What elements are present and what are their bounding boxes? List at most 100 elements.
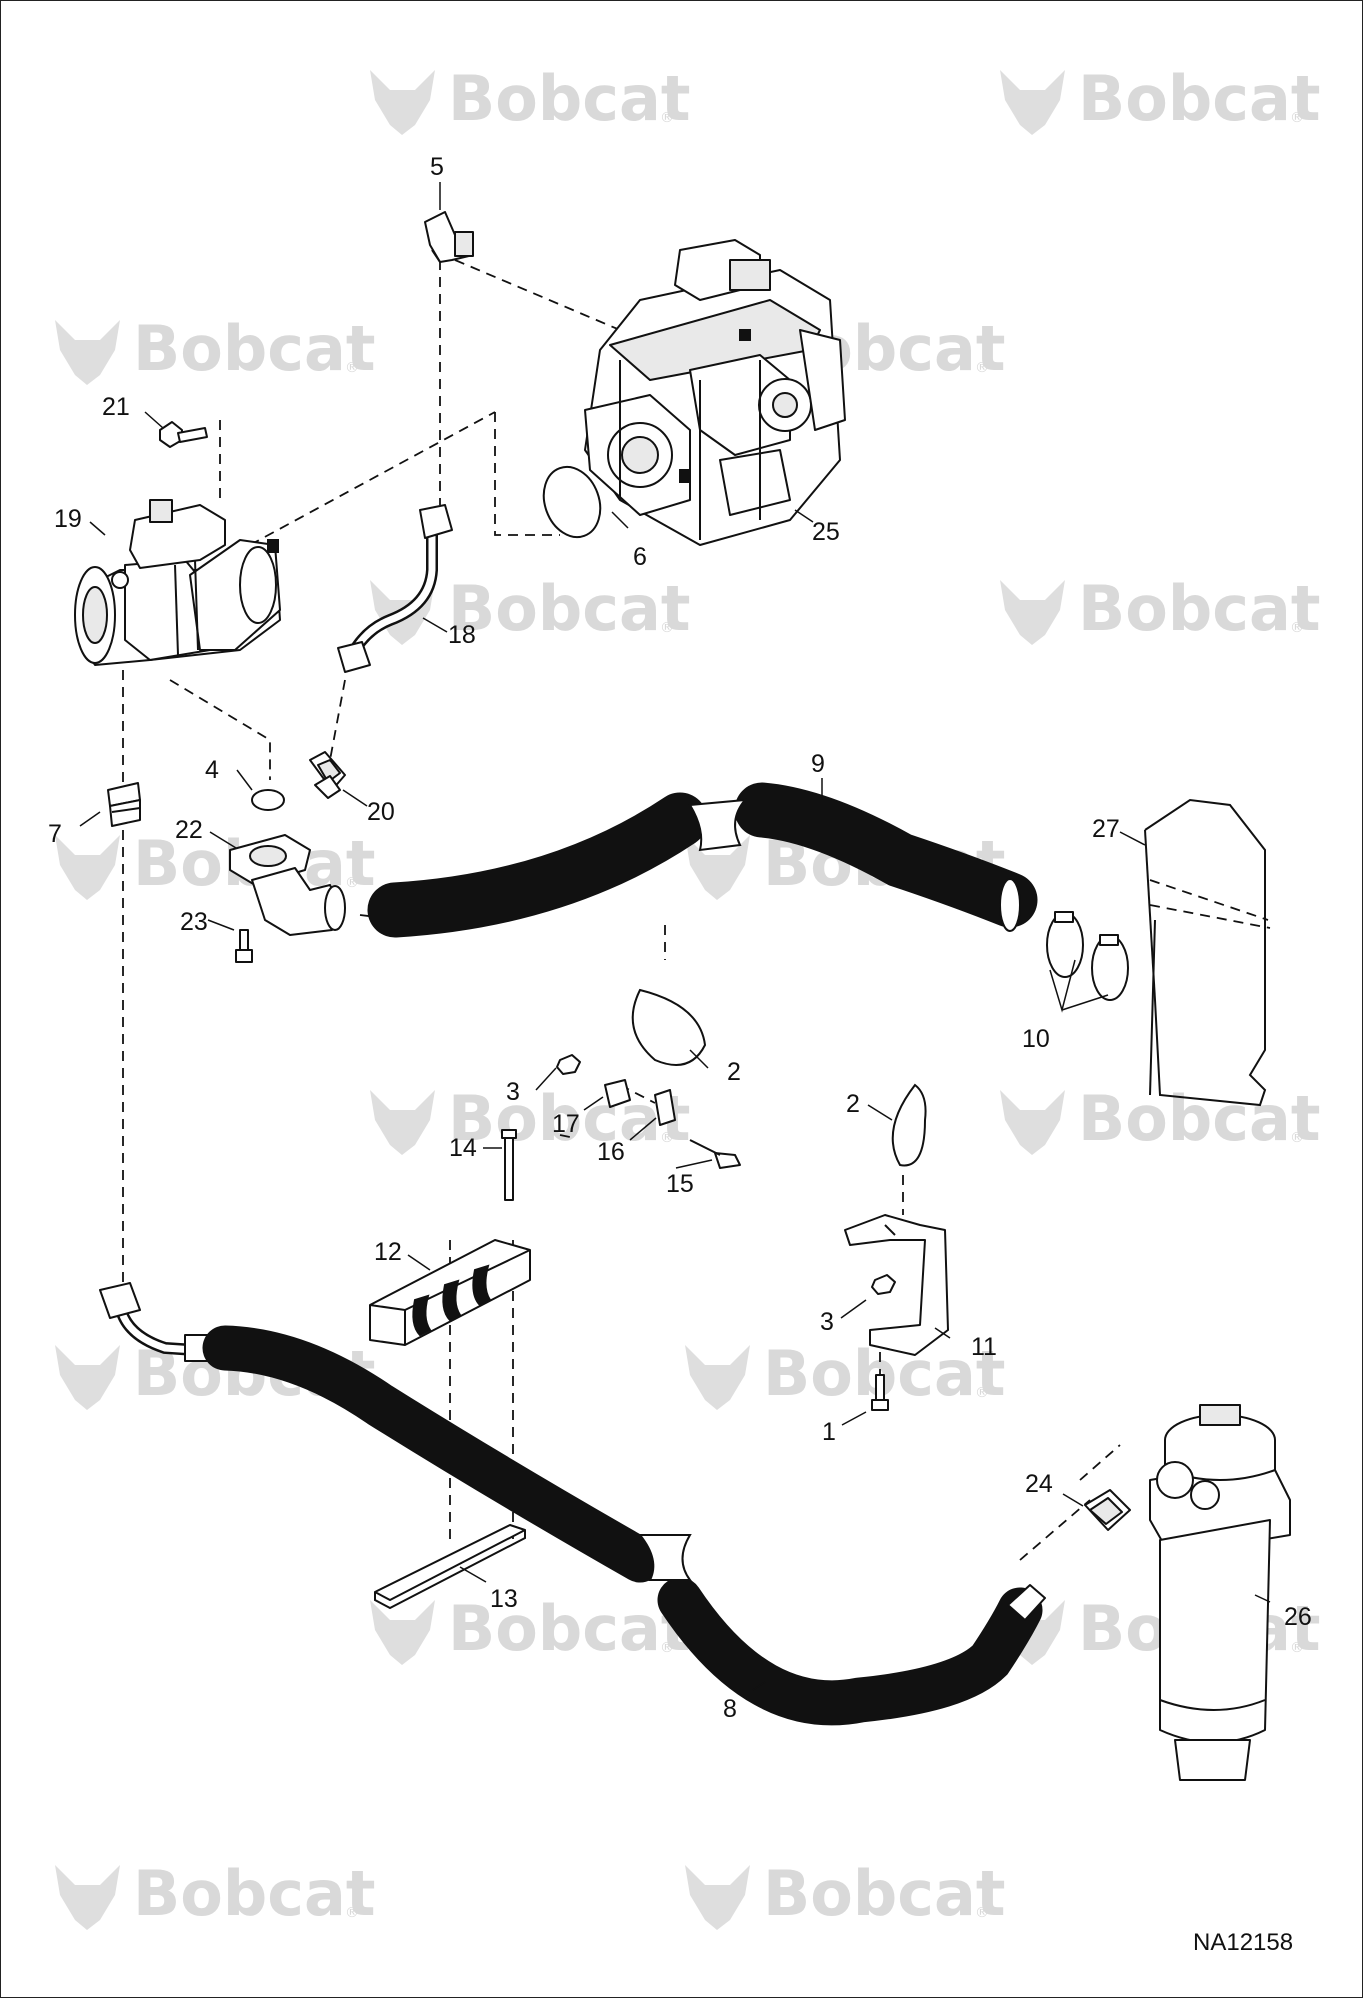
callout-20: 20 — [367, 798, 395, 826]
callout-21: 21 — [102, 393, 130, 421]
nut-3 — [556, 1054, 581, 1075]
bobcat-head-logo-icon — [55, 320, 120, 385]
watermark-registered-mark: ® — [1290, 110, 1304, 126]
bobcat-head-logo-icon — [370, 1090, 435, 1155]
hardware-group — [556, 1054, 741, 1169]
callout-9: 9 — [811, 750, 825, 778]
callout-13: 13 — [490, 1585, 518, 1613]
callout-2: 2 — [727, 1058, 741, 1086]
callout-19: 19 — [54, 505, 82, 533]
watermark-brand-text: Bobcat — [133, 1857, 375, 1930]
watermark-1: Bobcat® — [1000, 62, 1320, 135]
callout-15: 15 — [666, 1170, 694, 1198]
spacer-17 — [604, 1079, 631, 1108]
clip-16 — [654, 1089, 676, 1126]
bolt-23 — [235, 929, 253, 963]
bobcat-head-logo-icon — [685, 1345, 750, 1410]
flange-elbow-22 — [229, 834, 346, 936]
callout-4: 4 — [205, 756, 219, 784]
callout-27: 27 — [1092, 815, 1120, 843]
reservoir-27 — [1144, 798, 1269, 1107]
watermark-brand-text: Bobcat — [763, 1857, 1005, 1930]
callout-11: 11 — [971, 1333, 997, 1361]
watermark-registered-mark: ® — [1290, 1640, 1304, 1656]
watermark-5: Bobcat® — [1000, 572, 1320, 645]
watermark-brand-text: Bobcat — [1078, 1082, 1320, 1155]
callout-12: 12 — [374, 1238, 402, 1266]
callout-8: 8 — [723, 1695, 737, 1723]
bolt-14 — [501, 1129, 517, 1201]
clamp-block-12 — [369, 1239, 531, 1346]
watermark-9: Bobcat® — [1000, 1082, 1320, 1155]
watermark-brand-text: Bobcat — [1078, 572, 1320, 645]
callout-14: 14 — [449, 1134, 477, 1162]
watermark-brand-text: Bobcat — [1078, 62, 1320, 135]
callout-7: 7 — [48, 820, 62, 848]
callout-22: 22 — [175, 816, 203, 844]
fitting-24 — [1084, 1489, 1131, 1531]
watermark-registered-mark: ® — [975, 360, 989, 376]
watermark-2: Bobcat® — [55, 312, 375, 385]
watermark-registered-mark: ® — [660, 1130, 674, 1146]
bobcat-head-logo-icon — [685, 1865, 750, 1930]
tube-18 — [337, 504, 453, 673]
leader-lines — [79, 182, 1271, 1691]
bolt-15 — [714, 1152, 741, 1169]
watermark-registered-mark: ® — [975, 1905, 989, 1921]
watermark-registered-mark: ® — [345, 1905, 359, 1921]
watermark-11: Bobcat® — [685, 1337, 1005, 1410]
hose-clamps-10 — [1046, 911, 1129, 1001]
watermark-brand-text: Bobcat — [448, 1592, 690, 1665]
callout-1: 1 — [822, 1418, 836, 1446]
gear-pump-19 — [74, 499, 281, 666]
nut-3-lower — [871, 1274, 896, 1295]
o-ring-6 — [542, 465, 602, 539]
adapter-20 — [309, 751, 346, 799]
bobcat-head-logo-icon — [1000, 1090, 1065, 1155]
callout-23: 23 — [180, 908, 208, 936]
watermark-registered-mark: ® — [975, 1385, 989, 1401]
watermark-12: Bobcat® — [370, 1592, 690, 1665]
bobcat-head-logo-icon — [55, 835, 120, 900]
adapter-7 — [107, 782, 141, 827]
bolt-21 — [159, 421, 208, 448]
callout-17: 17 — [552, 1110, 580, 1138]
o-ring-4 — [251, 789, 285, 811]
watermark-14: Bobcat® — [55, 1857, 375, 1930]
bobcat-head-logo-icon — [1000, 580, 1065, 645]
hydrostatic-pump-assembly — [584, 239, 846, 546]
bobcat-head-logo-icon — [370, 70, 435, 135]
filter-26 — [1149, 1404, 1291, 1781]
callout-2-lower: 2 — [846, 1090, 860, 1118]
bolt-1 — [871, 1374, 889, 1411]
callout-labels: 5 21 19 6 25 18 4 20 7 22 23 9 27 10 2 3… — [48, 153, 1312, 1723]
plate-13 — [374, 1524, 526, 1610]
watermark-brand-text: Bobcat — [133, 312, 375, 385]
pressure-hose-8 — [99, 1282, 1046, 1726]
watermark-15: Bobcat® — [685, 1857, 1005, 1930]
assembly-lines — [122, 259, 1271, 1561]
callout-26: 26 — [1284, 1603, 1312, 1631]
watermark-registered-mark: ® — [1290, 1130, 1304, 1146]
bobcat-head-logo-icon — [55, 1345, 120, 1410]
callout-16: 16 — [597, 1138, 625, 1166]
watermark-brand-text: Bobcat — [448, 572, 690, 645]
callout-3: 3 — [506, 1078, 520, 1106]
watermark-registered-mark: ® — [660, 620, 674, 636]
watermark-registered-mark: ® — [1290, 620, 1304, 636]
watermark-0: Bobcat® — [370, 62, 690, 135]
callout-18: 18 — [448, 621, 476, 649]
callout-6: 6 — [633, 543, 647, 571]
callout-10: 10 — [1022, 1025, 1050, 1053]
watermark-registered-mark: ® — [660, 110, 674, 126]
bobcat-head-logo-icon — [685, 835, 750, 900]
watermark-brand-text: Bobcat — [448, 1082, 690, 1155]
callout-3-lower: 3 — [820, 1308, 834, 1336]
elbow-fitting-5 — [424, 211, 474, 263]
watermark-brand-text: Bobcat — [448, 62, 690, 135]
bobcat-head-logo-icon — [1000, 70, 1065, 135]
watermark-registered-mark: ® — [345, 360, 359, 376]
watermark-registered-mark: ® — [345, 875, 359, 891]
